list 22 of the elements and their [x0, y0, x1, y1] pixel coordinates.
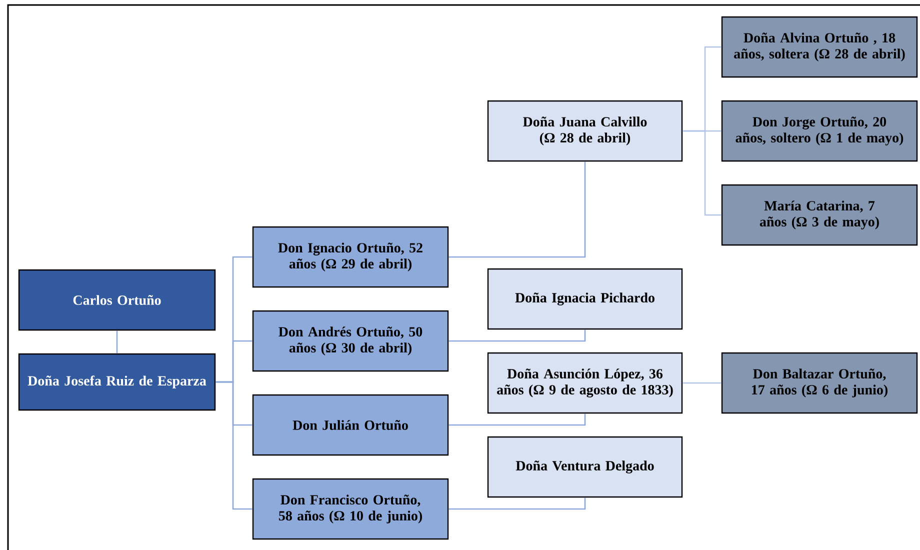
connector-line [682, 130, 722, 216]
person-box: Don Baltazar Ortuño, 17 años (Ω 6 de junio) [721, 352, 918, 414]
connector-line [448, 330, 586, 342]
person-box: Doña Juana Calvillo (Ω 28 de abril) [487, 100, 683, 162]
person-box: María Catarina, 7 años (Ω 3 de mayo) [721, 184, 918, 246]
person-box: Doña Alvina Ortuño , 18 años, soltera (Ω 28 de abril) [721, 16, 918, 78]
person-box: Doña Josefa Ruiz de Esparza [18, 353, 216, 411]
person-box: Don Ignacio Ortuño, 52 años (Ω 29 de abril) [252, 226, 449, 288]
connector-line [448, 498, 586, 510]
connector-line [216, 381, 252, 510]
person-box: Don Andrés Ortuño, 50 años (Ω 30 de abril) [252, 310, 449, 372]
person-box: Don Jorge Ortuño, 20 años, soltero (Ω 1 de mayo) [721, 100, 918, 162]
connector-line [448, 162, 586, 258]
connector-line [116, 330, 118, 354]
person-box: Don Francisco Ortuño, 58 años (Ω 10 de junio) [252, 478, 449, 540]
person-box: Don Julián Ortuño [252, 394, 449, 456]
connector-line [682, 382, 722, 384]
person-box: Doña Asunción López, 36 años (Ω 9 de agosto de 1833) [487, 352, 683, 414]
connector-line [448, 414, 586, 426]
person-box: Carlos Ortuño [18, 269, 216, 331]
person-box: Doña Ignacia Pichardo [487, 268, 683, 330]
person-box: Doña Ventura Delgado [487, 436, 683, 498]
